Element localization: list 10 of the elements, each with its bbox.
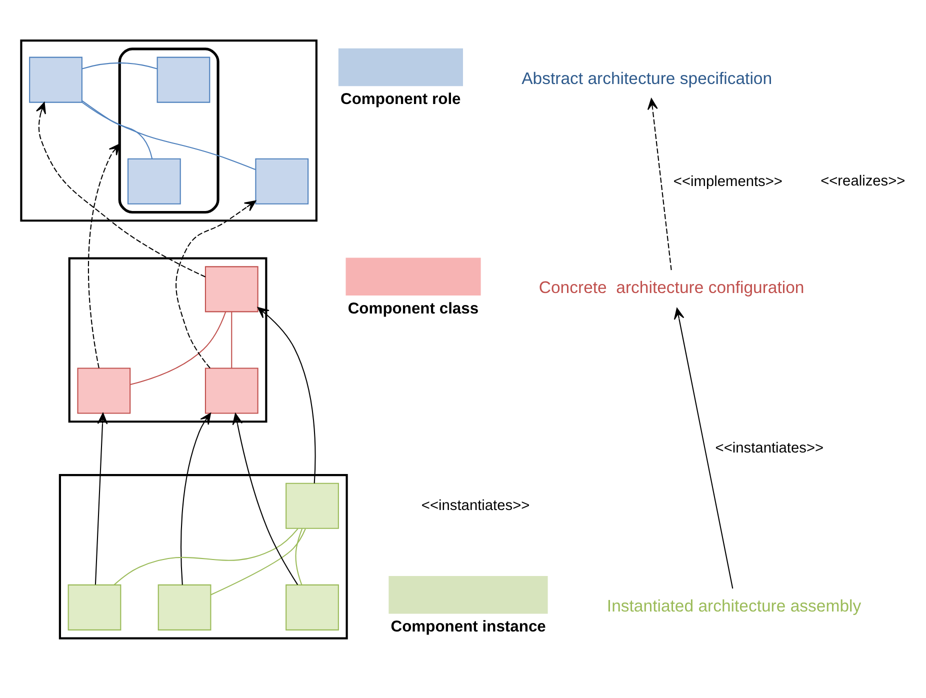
label: <<realizes>>: [820, 173, 906, 190]
edge-label: <<instantiates>>: [715, 440, 824, 457]
label: <<instantiates>>: [421, 498, 530, 514]
legend-label: Component instance: [390, 618, 546, 636]
legend-label: Component role: [340, 90, 461, 108]
node-text: Concrete architecture configuration: [538, 278, 804, 298]
legend-label: Component class: [348, 300, 479, 318]
edge-label: <<implements>>: [673, 174, 782, 190]
node-text: Instantiated architecture assembly: [606, 596, 862, 616]
node-text: Abstract architecture specification: [522, 68, 772, 88]
